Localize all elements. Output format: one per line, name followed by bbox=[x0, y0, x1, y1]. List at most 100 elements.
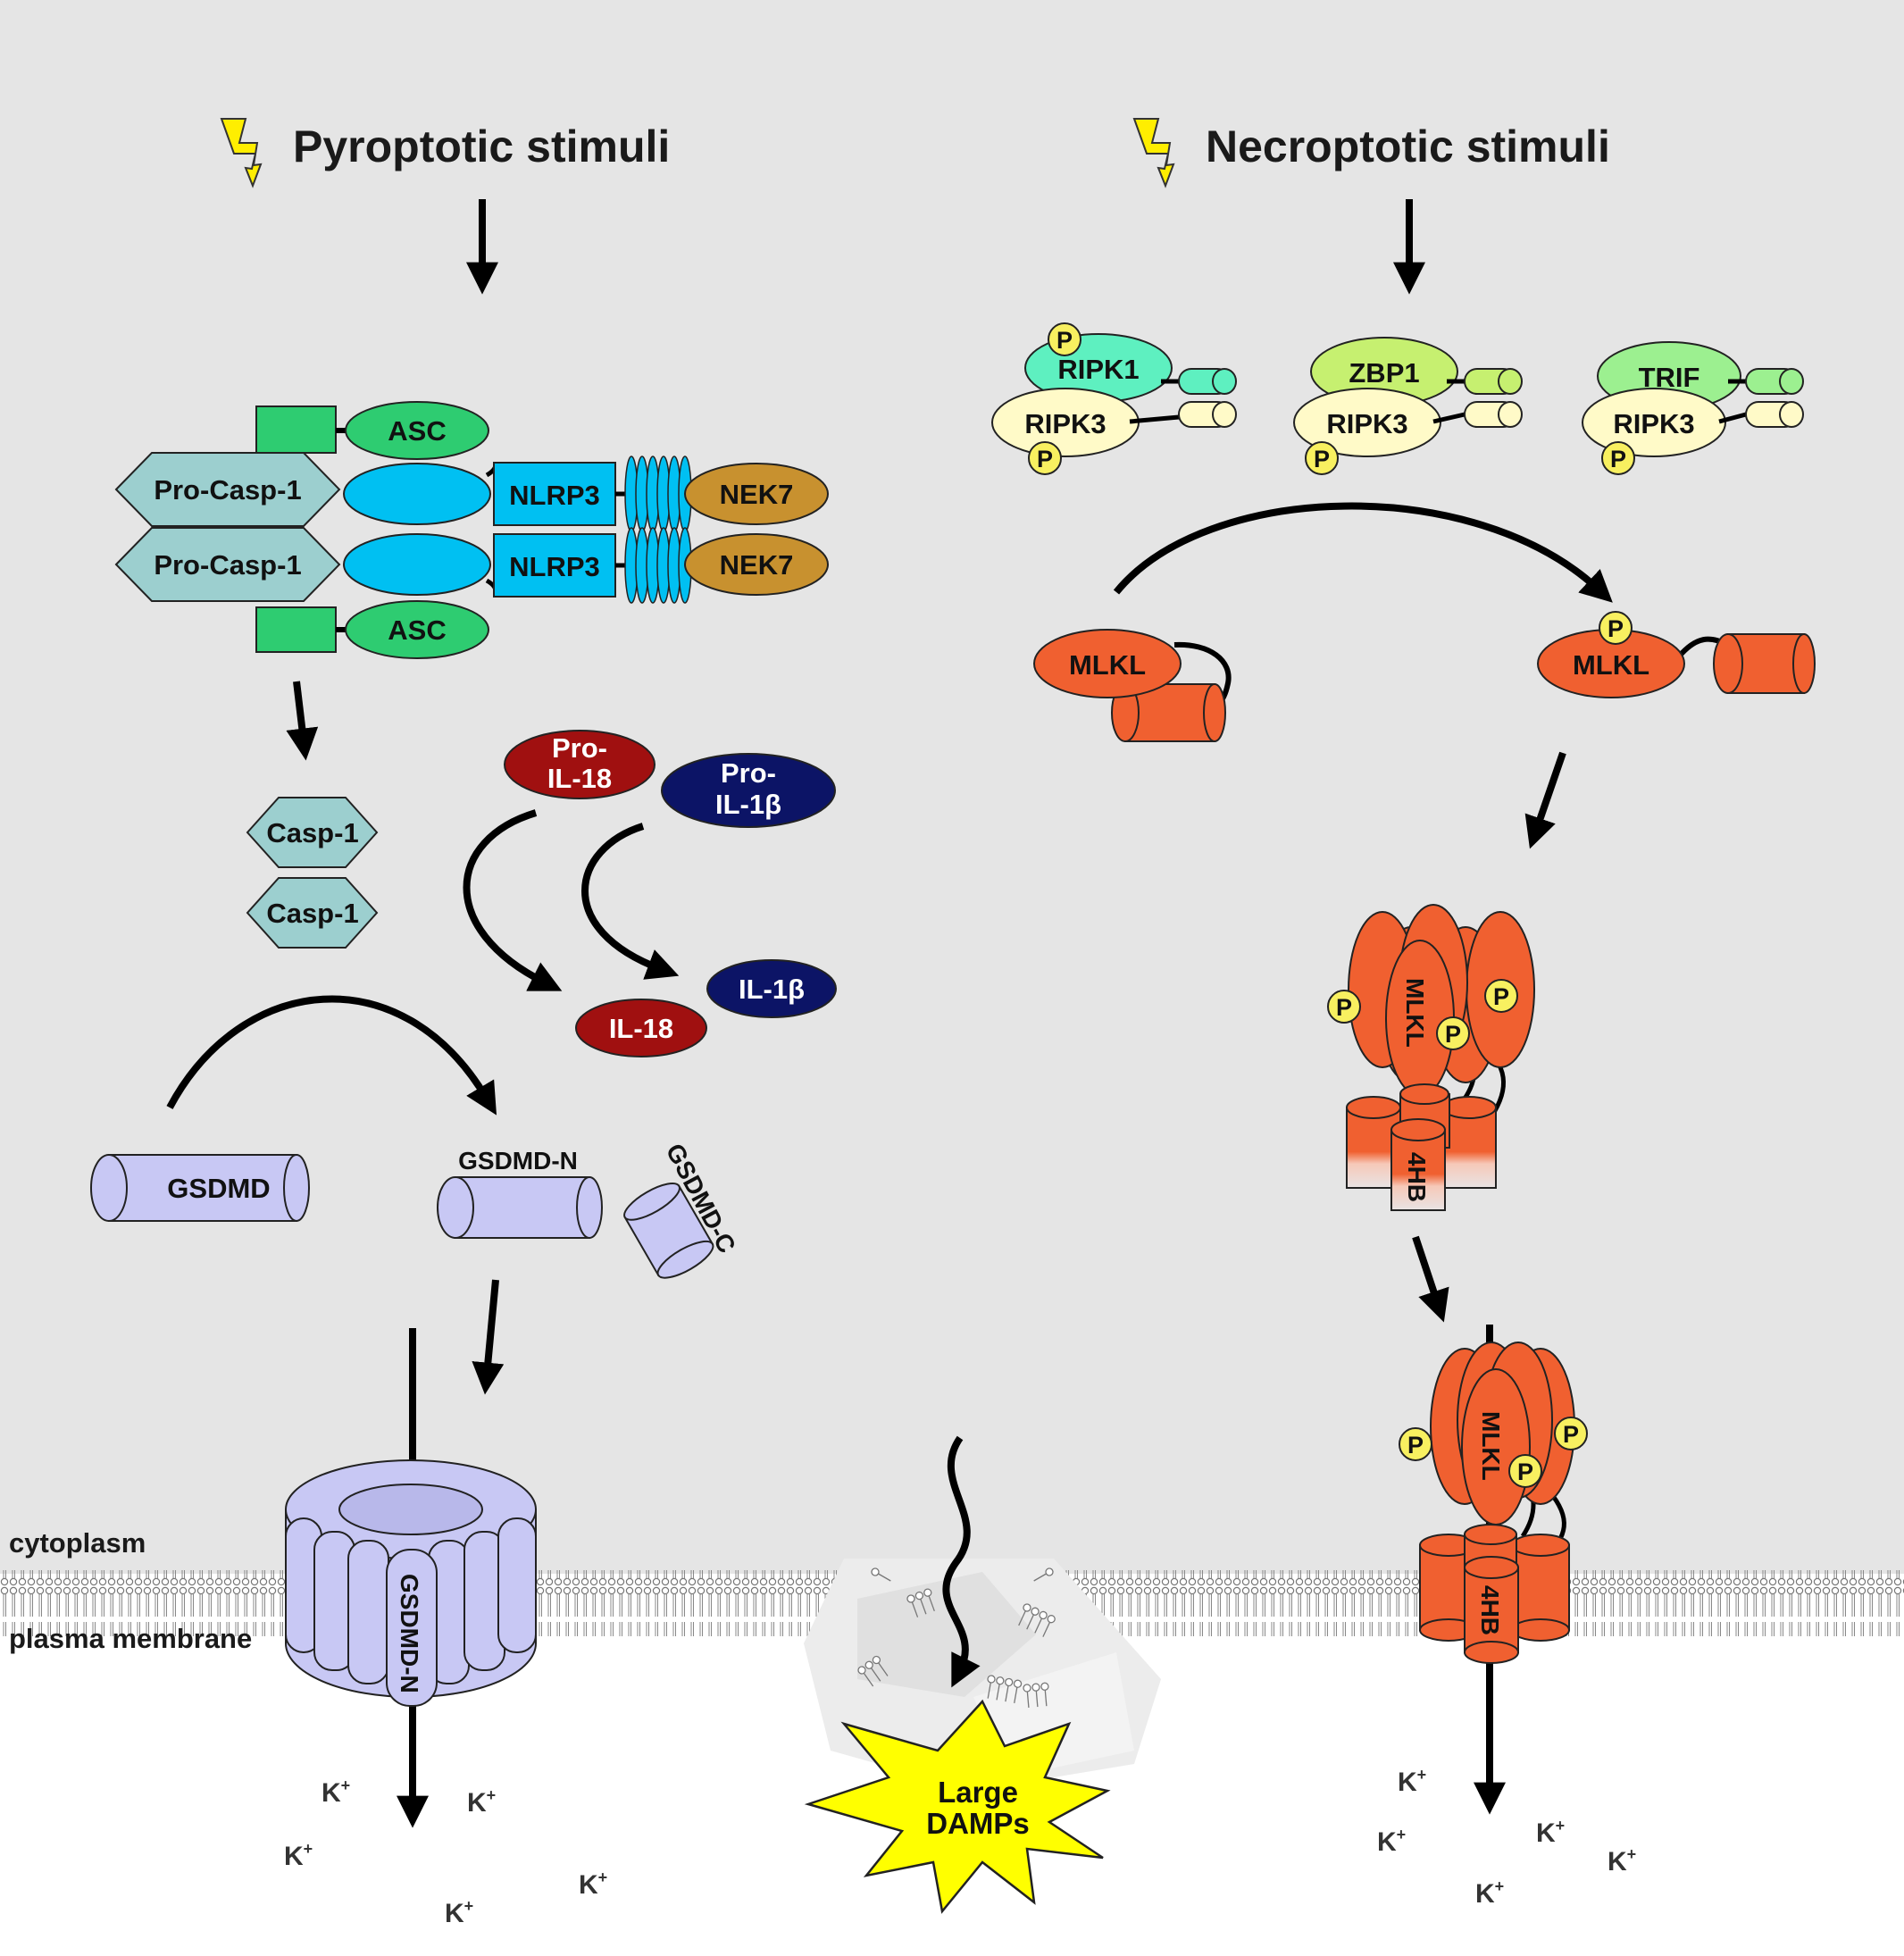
ripk3-label: RIPK3 bbox=[1613, 408, 1694, 439]
k-ion: K+ bbox=[445, 1897, 473, 1928]
asc-card-domain bbox=[255, 405, 337, 454]
phospho-icon bbox=[1484, 979, 1518, 1013]
damps-label: DAMPs bbox=[926, 1807, 1030, 1840]
pro-il1b bbox=[661, 753, 836, 828]
gsdmd-full: GSDMD bbox=[90, 1154, 310, 1222]
asc-top bbox=[345, 401, 489, 460]
pro-il18-label: IL-18 bbox=[547, 763, 612, 794]
gsdmd-n-label: GSDMD-N bbox=[458, 1147, 578, 1174]
pro-casp1-label: Pro-Casp-1 bbox=[154, 474, 301, 506]
arrow-mlkl-oligomer bbox=[1524, 751, 1566, 849]
phospho-icon bbox=[1305, 441, 1339, 475]
zbp1-label: ZBP1 bbox=[1349, 357, 1419, 389]
il1b-label: IL-1β bbox=[739, 974, 805, 1005]
ripk1-ripk3-complex: RIPK1 RIPK3 P P bbox=[991, 322, 1237, 475]
arrow-to-casp1 bbox=[286, 681, 319, 761]
phospho-icon bbox=[1554, 1417, 1588, 1450]
pro-casp1-bottom bbox=[114, 527, 341, 602]
nek7-label: NEK7 bbox=[720, 549, 794, 581]
k-ion: K+ bbox=[284, 1840, 313, 1871]
ripk3-label: RIPK3 bbox=[1024, 408, 1106, 439]
arrow-gsdmd-cleavage bbox=[166, 995, 497, 1116]
pyroptotic-stimuli-title: Pyroptotic stimuli bbox=[293, 121, 670, 171]
plasma-membrane-label: plasma membrane bbox=[9, 1623, 252, 1654]
k-ion: K+ bbox=[467, 1786, 496, 1818]
pore-subunits bbox=[285, 1517, 537, 1684]
phospho-label: P bbox=[1563, 1421, 1579, 1448]
phospho-label: P bbox=[1517, 1459, 1533, 1485]
pro-il1b-label: Pro- bbox=[721, 757, 776, 789]
il18-label: IL-18 bbox=[609, 1013, 673, 1044]
phospho-icon bbox=[1028, 441, 1062, 475]
lightning-bolt-icon bbox=[1132, 118, 1175, 188]
gsdmd-pore bbox=[285, 1459, 537, 1707]
asc-pyd-top bbox=[343, 463, 491, 525]
potassium-ions: K+ K+ K+ K+ K+ K+ K+ K+ K+ K+ bbox=[284, 1766, 1636, 1928]
nek7-top bbox=[684, 463, 829, 525]
cytoplasm-region bbox=[0, 0, 1904, 1574]
phospho-label: P bbox=[1608, 615, 1624, 642]
mlkl-oligomer: MLKL 4HB P P P bbox=[1327, 904, 1535, 1211]
k-ion: K+ bbox=[579, 1868, 607, 1900]
arrow-mlkl-translocation bbox=[1412, 1235, 1449, 1323]
nek7-label: NEK7 bbox=[720, 479, 794, 510]
phospho-icon bbox=[1436, 1016, 1470, 1050]
mlkl-inactive: MLKL bbox=[1033, 629, 1232, 742]
mlkl-phosphorylated: MLKL P bbox=[1537, 611, 1816, 698]
casp1-top bbox=[246, 797, 379, 868]
k-ion: K+ bbox=[1398, 1766, 1426, 1797]
phospho-label: P bbox=[1407, 1432, 1424, 1459]
ripk3 bbox=[1293, 388, 1441, 457]
phospho-label: P bbox=[1336, 994, 1352, 1021]
4hb-label: 4HB bbox=[1403, 1152, 1431, 1202]
phospho-icon bbox=[1048, 322, 1081, 356]
ripk1-label: RIPK1 bbox=[1057, 354, 1139, 385]
phospho-icon bbox=[1599, 611, 1633, 645]
phospho-icon bbox=[1508, 1454, 1542, 1488]
arrow-to-pore bbox=[472, 1279, 505, 1395]
gsdmd-n-fragment bbox=[437, 1176, 603, 1239]
pro-il18 bbox=[504, 730, 656, 799]
casp1-bottom bbox=[246, 877, 379, 949]
nek7-bottom bbox=[684, 533, 829, 596]
pro-casp1-top bbox=[114, 452, 341, 527]
arrow-il18-processing bbox=[463, 809, 563, 991]
phospho-label: P bbox=[1037, 446, 1053, 472]
lrr-domain bbox=[624, 456, 692, 604]
arrow-mlkl-phosphorylation bbox=[1113, 502, 1613, 603]
nlrp3-inflammasome: ASC Pro-Casp-1 Pro-Casp-1 NLRP3 NLRP3 NE… bbox=[114, 401, 829, 659]
phospho-icon bbox=[1601, 441, 1635, 475]
damps-label: Large bbox=[938, 1776, 1018, 1809]
mlkl-label: MLKL bbox=[1069, 649, 1146, 681]
nlrp3-label: NLRP3 bbox=[509, 551, 600, 582]
nlrp3-label: NLRP3 bbox=[509, 480, 600, 511]
large-damps-burst: Large DAMPs bbox=[804, 1699, 1111, 1914]
cytoplasm-label: cytoplasm bbox=[9, 1527, 146, 1559]
gsdmd-n-pore-label: GSDMD-N bbox=[396, 1574, 423, 1693]
phospho-label: P bbox=[1493, 983, 1509, 1010]
ripk3 bbox=[1582, 388, 1726, 457]
casp1-label: Casp-1 bbox=[266, 898, 358, 929]
mlkl-oligomer-label: MLKL bbox=[1401, 978, 1429, 1048]
4hb-label: 4HB bbox=[1476, 1585, 1504, 1635]
lightning-bolt-icon bbox=[220, 118, 263, 188]
phospho-label: P bbox=[1314, 446, 1330, 472]
gsdmd-label: GSDMD bbox=[167, 1173, 270, 1204]
pro-il1b-label: IL-1β bbox=[715, 789, 781, 820]
il1b bbox=[706, 959, 837, 1018]
nlrp3-bottom bbox=[493, 533, 616, 598]
asc-pyd-bottom bbox=[343, 533, 491, 596]
phospho-label: P bbox=[1610, 446, 1626, 472]
arrow-wavy-damps bbox=[942, 1435, 981, 1688]
phospho-icon bbox=[1399, 1427, 1432, 1461]
asc-bottom bbox=[345, 600, 489, 659]
phospho-label: P bbox=[1056, 327, 1073, 354]
necroptotic-stimuli-title: Necroptotic stimuli bbox=[1206, 121, 1610, 171]
arrow-il1b-processing bbox=[581, 823, 680, 980]
pro-casp1-label: Pro-Casp-1 bbox=[154, 549, 301, 581]
mlkl-pore-label: MLKL bbox=[1477, 1411, 1505, 1481]
zbp1-ripk3-complex: ZBP1 RIPK3 P bbox=[1293, 337, 1523, 475]
phospho-icon bbox=[1327, 990, 1361, 1024]
